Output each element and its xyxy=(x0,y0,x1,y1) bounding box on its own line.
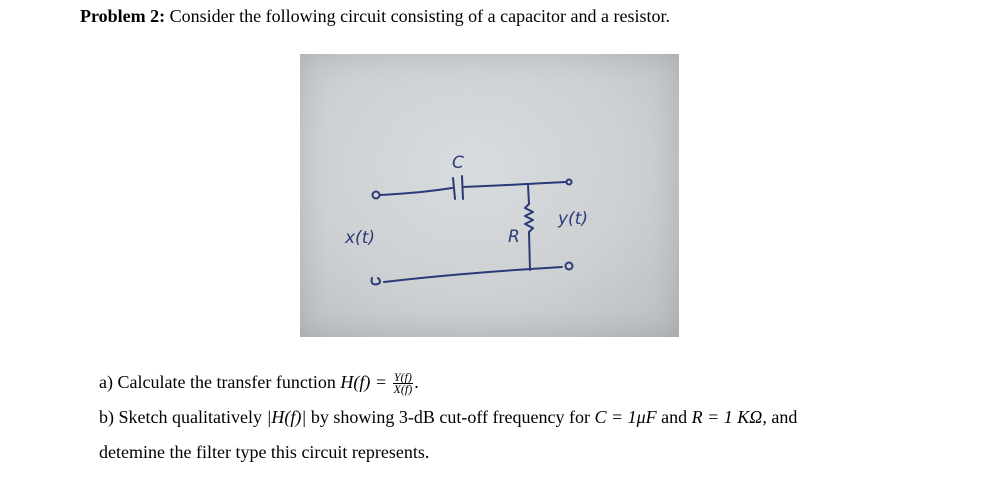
problem-label: Problem 2: xyxy=(80,6,166,26)
output-top-terminal xyxy=(565,178,573,186)
output-label: y(t) xyxy=(557,209,588,229)
part-a: a) Calculate the transfer function H(f) … xyxy=(99,370,419,397)
fraction-numerator: Y(f) xyxy=(392,370,414,385)
part-b: b) Sketch qualitatively |H(f)| by showin… xyxy=(99,407,797,428)
input-bottom-terminal xyxy=(370,277,381,286)
bottom-wire xyxy=(383,266,563,283)
part-b-text-mid: by showing 3-dB cut-off frequency for xyxy=(310,407,590,427)
fraction-denominator: X(f) xyxy=(393,382,413,397)
conjunction-and-2: and xyxy=(771,407,798,427)
magnitude-expression: |H(f)| xyxy=(266,407,307,427)
problem-statement: Consider the following circuit consistin… xyxy=(169,6,671,26)
resistor-label: R xyxy=(508,227,520,247)
transfer-function-lhs: H(f) = xyxy=(340,372,388,392)
capacitor-plate-left xyxy=(452,177,456,200)
part-b-text-start: b) Sketch qualitatively xyxy=(99,407,262,427)
resistor-lead-bottom xyxy=(528,231,531,271)
top-wire-left xyxy=(379,187,453,196)
problem-heading: Problem 2: Consider the following circui… xyxy=(80,6,670,27)
output-bottom-terminal xyxy=(564,261,574,271)
capacitor-label: C xyxy=(452,153,464,173)
top-wire-right xyxy=(462,181,567,188)
part-a-text: a) Calculate the transfer function xyxy=(99,372,336,392)
input-top-terminal xyxy=(371,190,381,200)
part-a-period: . xyxy=(414,372,419,392)
circuit-photo: C R x(t) y(t) xyxy=(300,54,679,337)
transfer-function-fraction: Y(f) X(f) xyxy=(392,370,414,397)
resistance-value: R = 1 KΩ, xyxy=(691,407,767,427)
part-b-continuation: detemine the filter type this circuit re… xyxy=(99,442,430,462)
circuit-sketch: C R x(t) y(t) xyxy=(344,153,588,286)
capacitance-value: C = 1μF xyxy=(594,407,657,427)
conjunction-and-1: and xyxy=(661,407,688,427)
input-label: x(t) xyxy=(344,228,375,248)
resistor-zigzag xyxy=(524,203,534,233)
resistor-lead-top xyxy=(527,184,530,205)
